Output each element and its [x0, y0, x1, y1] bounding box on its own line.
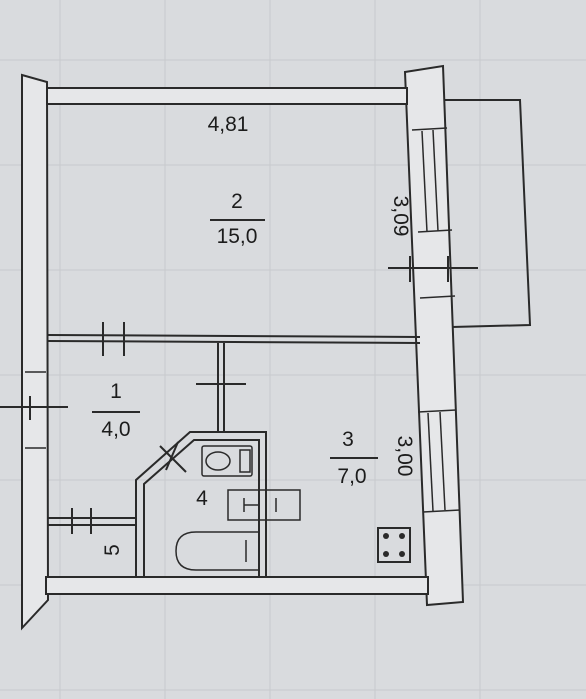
room-3-number: 3 — [342, 428, 354, 451]
left-window — [0, 371, 68, 449]
dimension-right-upper: 3,09 — [389, 196, 412, 237]
left-wall — [21, 73, 50, 631]
bathroom-block — [135, 431, 267, 577]
right-window-upper — [388, 127, 478, 299]
partition-horizontal — [46, 334, 421, 338]
balcony-outline — [440, 99, 532, 328]
bottom-wall — [45, 576, 429, 595]
room-3-area: 7,0 — [337, 465, 366, 488]
room-2-area: 15,0 — [217, 225, 258, 248]
door-ticks — [71, 322, 246, 534]
right-wall — [403, 64, 465, 607]
bathtub-icon — [175, 531, 260, 571]
top-wall — [46, 87, 408, 105]
right-window-lower — [417, 409, 461, 513]
room-1-area: 4,0 — [101, 418, 130, 441]
toilet-icon — [201, 445, 253, 477]
room-5-number: 5 — [101, 544, 124, 556]
room-4-number: 4 — [196, 487, 208, 510]
room-2-number: 2 — [231, 190, 243, 213]
stove-icon — [377, 527, 411, 563]
dimension-top-width: 4,81 — [208, 113, 249, 136]
dimension-right-lower: 3,00 — [393, 436, 416, 477]
bathroom-door-mark — [159, 445, 187, 473]
room-1-number: 1 — [110, 380, 122, 403]
sink-icon — [227, 489, 301, 521]
